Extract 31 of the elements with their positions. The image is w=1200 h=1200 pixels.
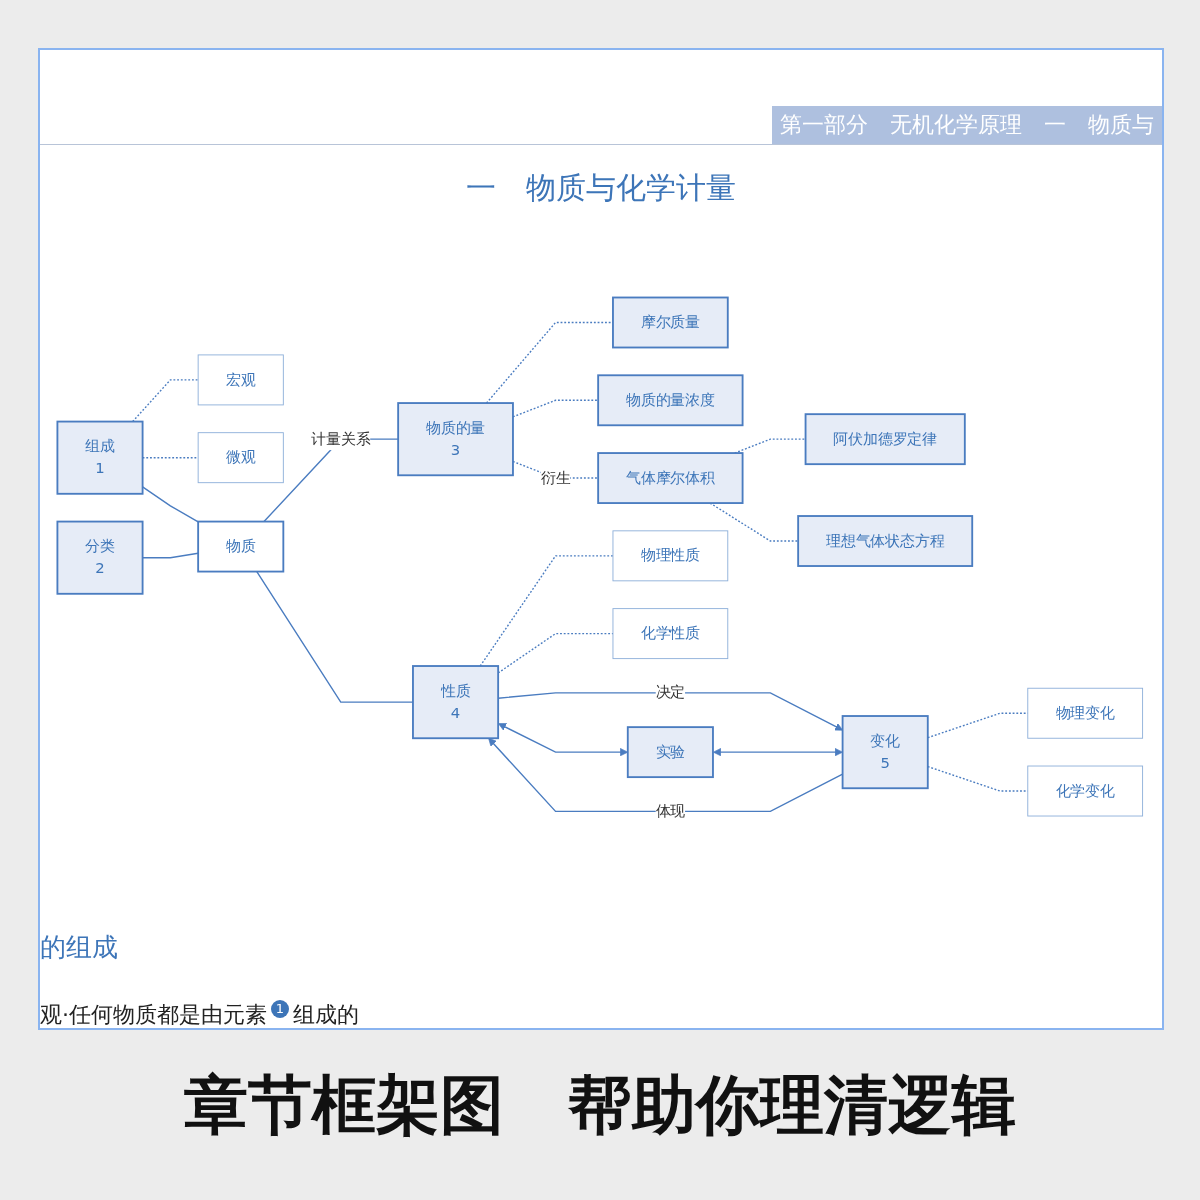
- node-box: 性质 4: [412, 665, 500, 740]
- header-band: 第一部分 无机化学原理 一 物质与: [772, 106, 1162, 144]
- node-box: 化学变化: [1027, 765, 1144, 817]
- node-box: 变化 5: [841, 715, 929, 790]
- node-box: 物理性质: [612, 530, 729, 582]
- node-box: 物质: [197, 520, 285, 573]
- node-box: 化学性质: [612, 608, 729, 660]
- node-box: 微观: [197, 432, 284, 484]
- node-box: 宏观: [197, 354, 284, 406]
- node-box: 分类 2: [56, 520, 144, 595]
- node-box: 物质的量 3: [397, 402, 514, 477]
- node-box: 实验: [626, 726, 714, 779]
- node-box: 理想气体状态方程: [797, 515, 974, 567]
- edge-label: 衍生: [540, 468, 571, 487]
- caption: 章节框架图 帮助你理清逻辑: [183, 1067, 1017, 1144]
- edge-label: 决定: [655, 683, 686, 702]
- node-box: 物质的量浓度: [597, 374, 744, 427]
- diagram-title: 一 物质与化学计量: [465, 169, 737, 207]
- node-box: 物理变化: [1027, 687, 1144, 739]
- node-box: 组成 1: [56, 420, 144, 495]
- node-box: 气体摩尔体积: [597, 452, 744, 504]
- body-text: 观·任何物质都是由元素: [40, 1001, 267, 1028]
- node-box: 摩尔质量: [612, 296, 729, 349]
- body-text: 组成的: [293, 1001, 359, 1028]
- arrow: [712, 748, 843, 757]
- edge-label: 计量关系: [311, 429, 371, 448]
- connector: [131, 379, 199, 423]
- node-box: 阿伏加德罗定律: [804, 413, 966, 466]
- section-heading: 的组成: [40, 931, 118, 964]
- edge-label: 体现: [655, 802, 686, 820]
- footnote-mark: 1: [271, 1000, 289, 1018]
